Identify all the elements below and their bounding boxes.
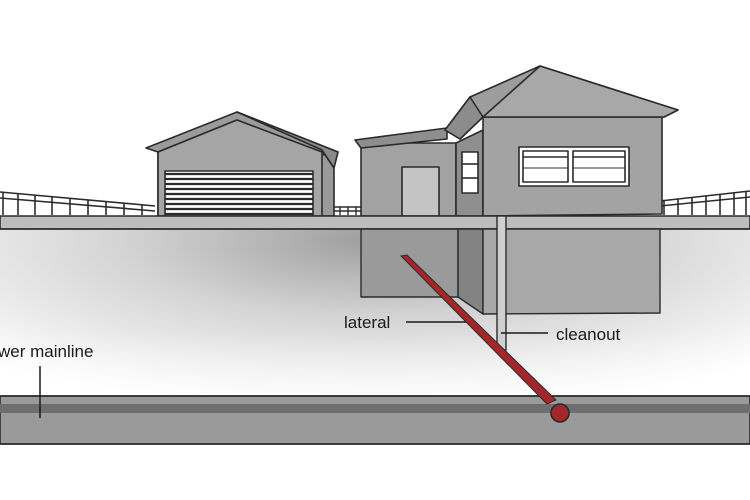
- lateral-connection: [550, 403, 570, 423]
- sewer-lateral-pipe: [399, 254, 570, 423]
- sewer-main-pipe: [0, 395, 750, 445]
- leader-lines: [39, 321, 548, 418]
- right-fence: [659, 190, 750, 215]
- house-building: [354, 65, 679, 217]
- cleanout-label: cleanout: [556, 325, 621, 344]
- middle-fence: [334, 206, 362, 215]
- garage-building: [145, 111, 339, 217]
- front-door: [401, 166, 440, 217]
- ground-surface: [0, 215, 750, 230]
- cleanout-pipe: [496, 215, 507, 351]
- lateral-label: lateral: [344, 313, 390, 332]
- side-window: [461, 151, 479, 194]
- sewer-mainline-label: wer mainline: [0, 342, 93, 361]
- left-fence: [0, 191, 156, 215]
